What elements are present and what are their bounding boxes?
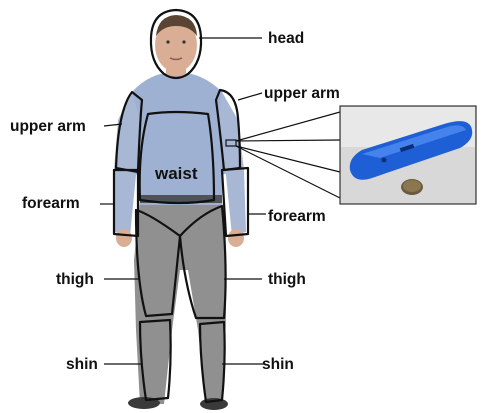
callout-line-4 <box>236 146 340 198</box>
label-head: head <box>268 30 304 47</box>
sensor-led <box>382 158 387 163</box>
label-thigh-left: thigh <box>56 271 94 288</box>
pants <box>134 200 226 404</box>
left-hand <box>116 229 132 247</box>
person-photo <box>114 15 246 410</box>
right-eye <box>182 40 185 43</box>
left-eye <box>166 40 169 43</box>
label-forearm-left: forearm <box>22 195 80 212</box>
label-upper-arm-right: upper arm <box>264 85 340 102</box>
upper-arm-right-leader <box>238 93 262 100</box>
right-hand <box>228 229 244 247</box>
coin-rim <box>403 180 421 192</box>
right-shoe <box>200 398 228 410</box>
callout-line-1 <box>236 112 340 141</box>
label-waist: waist <box>154 164 198 183</box>
callout-line-2 <box>236 140 340 141</box>
label-shin-left: shin <box>66 356 98 373</box>
label-thigh-right: thigh <box>268 271 306 288</box>
sensor-inset <box>340 106 476 204</box>
label-upper-arm-left: upper arm <box>10 118 86 135</box>
callout-line-3 <box>236 146 340 172</box>
label-forearm-right: forearm <box>268 208 326 225</box>
label-shin-right: shin <box>262 356 294 373</box>
